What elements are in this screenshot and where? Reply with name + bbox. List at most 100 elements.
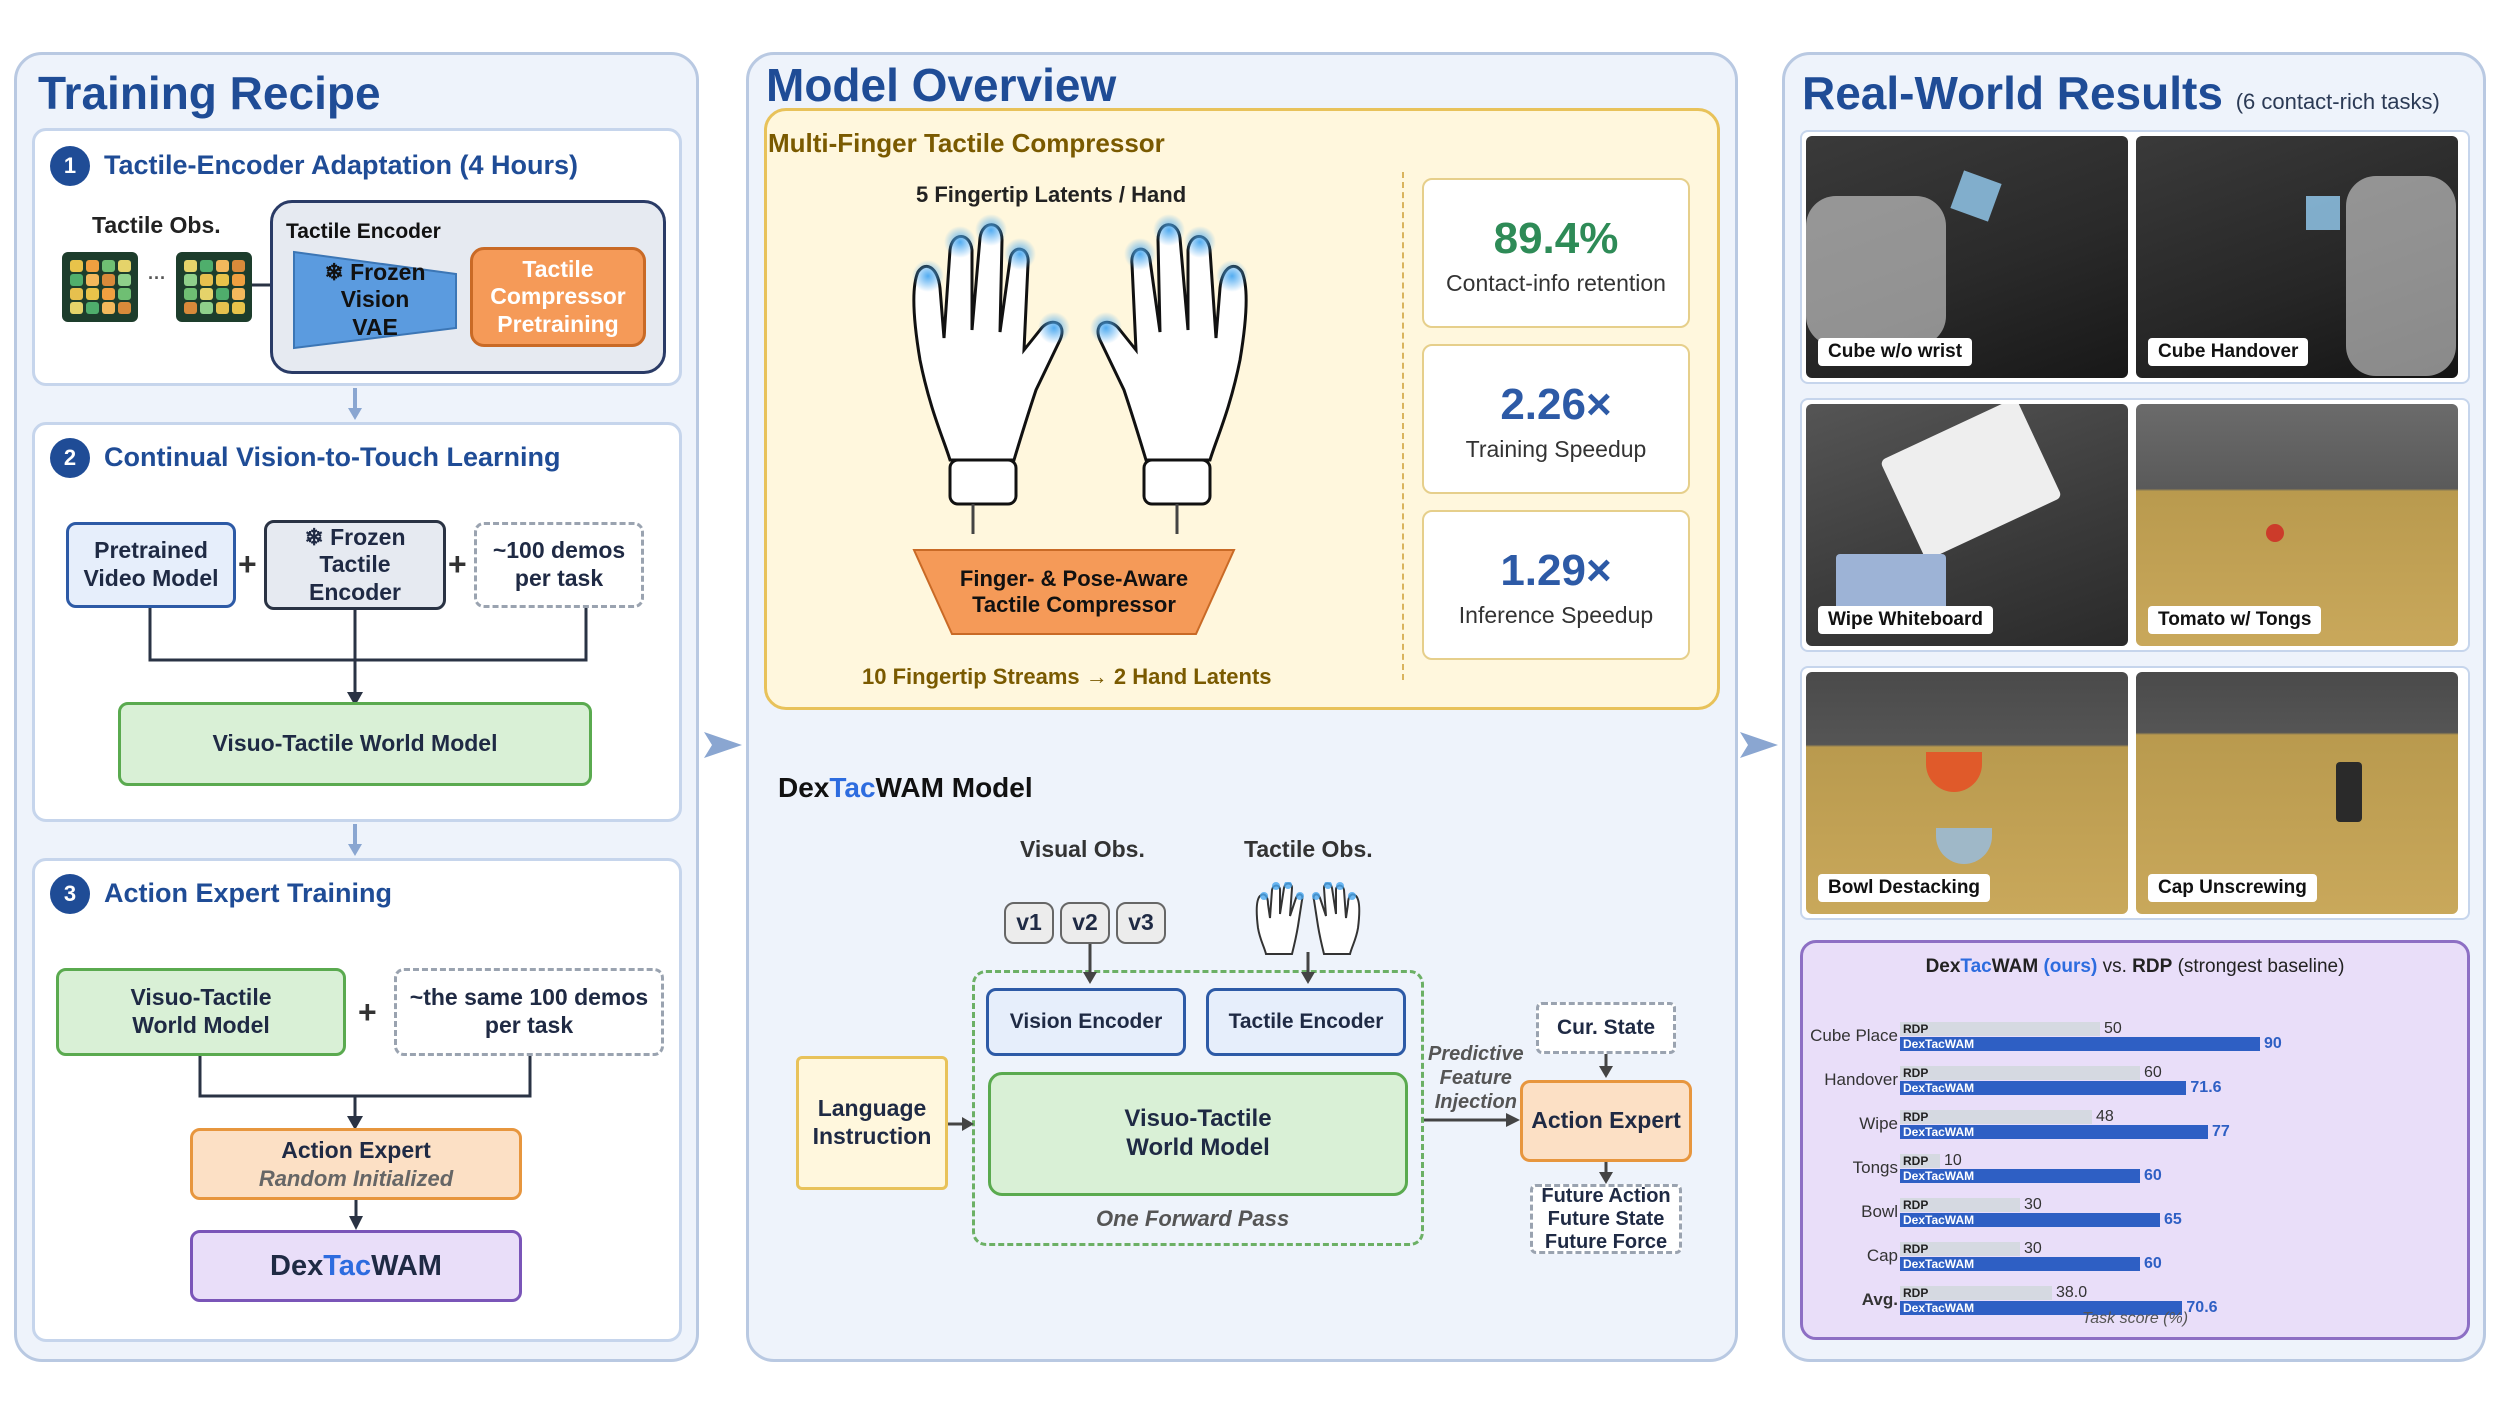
step2-connectors [148,608,588,706]
photo-tomato-tongs: Tomato w/ Tongs [2136,404,2458,646]
dextacwam-tac: Tac [323,1249,372,1282]
arrow-step2-step3 [348,824,362,856]
value-label: 71.6 [2190,1079,2222,1096]
value-label: 77 [2212,1123,2230,1140]
tactile-cell [102,274,115,286]
results-chart-box [1800,940,2470,1340]
tactile-cell [200,274,213,286]
value-label: 60 [2144,1064,2162,1081]
step2-number: 2 [50,438,90,478]
tactile-cell [118,274,131,286]
rdp-bar [1900,1066,2140,1080]
tactile-grid-right [176,252,252,322]
tactile-hands-icon [1255,882,1361,955]
rdp-bar [1900,1154,1940,1168]
tactile-obs-label: Tactile Obs. [1244,836,1373,862]
series-name-label: DexTacWAM [1903,1037,1975,1051]
tactile-cell [86,260,99,272]
title-tac: Tac [829,772,876,803]
chart-title-tail: (strongest baseline) [2177,956,2345,977]
plus-sign: + [238,546,257,582]
value-label: 10 [1944,1152,1962,1169]
chart-title: DexTacWAM (ours) vs. RDP (strongest base… [1800,956,2470,978]
dextacwam-bar [1900,1169,2140,1183]
tactile-cell [200,288,213,300]
model-overview-title: Model Overview [766,59,1117,111]
tactile-cell [184,274,197,286]
arrow-step1-step2 [348,388,362,420]
dextacwam-bar [1900,1037,2260,1051]
forward-pass-group [972,970,1424,1246]
chart-title-tac: Tac [1960,956,1992,977]
view-v1: v1 [1004,902,1054,944]
arrow-language-to-model [948,1117,974,1131]
stat-inference-label: Inference Speedup [1458,602,1654,628]
demos-box: ~100 demos per task [474,522,644,608]
training-recipe-title: Training Recipe [38,67,381,119]
value-label: 48 [2096,1108,2114,1125]
chart-title-wam: WAM [1991,956,2039,977]
arrow-state-to-action [1599,1054,1613,1078]
plus-sign: + [358,994,377,1030]
compressor-title: Multi-Finger Tactile Compressor [768,128,1165,158]
compressor-pretraining-box: Tactile Compressor Pretraining [470,247,646,347]
series-name-label: RDP [1903,1198,1929,1212]
random-init-label: Random Initialized [258,1166,454,1191]
tactile-cell [200,260,213,272]
stat-training-label: Training Speedup [1465,436,1647,462]
photo-cap-unscrewing: Cap Unscrewing [2136,672,2458,914]
tactile-cell [70,288,83,300]
chart-title-ours: (ours) [2043,956,2098,977]
tactile-cell [232,288,245,300]
tactile-cell [118,260,131,272]
tactile-cell [86,274,99,286]
arrow-action-to-outputs [1599,1162,1613,1184]
tactile-cell [232,302,245,314]
action-expert-label: Action Expert [281,1137,431,1163]
fingertip-latents-label: 5 Fingertip Latents / Hand [916,182,1187,207]
tactile-cell [184,302,197,314]
rdp-bar [1900,1198,2020,1212]
step3-number: 3 [50,874,90,914]
tactile-cell [232,260,245,272]
value-label: 60 [2144,1167,2162,1184]
value-label: 50 [2104,1020,2122,1037]
tactile-encoder-label: Tactile Encoder [286,220,441,243]
photo-caption: Tomato w/ Tongs [2148,606,2322,634]
stat-retention: 89.4% Contact-info retention [1422,178,1690,328]
tactile-cell [200,302,213,314]
step3-title: Action Expert Training [104,878,393,908]
dextacwam-bar [1900,1257,2140,1271]
value-label: 90 [2264,1035,2282,1052]
rdp-bar [1900,1110,2092,1124]
series-name-label: RDP [1903,1022,1929,1036]
category-label: Avg. [1861,1290,1898,1309]
action-expert-box: Action Expert [1520,1080,1692,1162]
arrow-middle-to-right [1740,732,1778,758]
photo-caption: Cap Unscrewing [2148,874,2317,902]
photo-caption: Cube Handover [2148,338,2309,366]
hands-illustration [912,214,1248,534]
tactile-cell [216,274,229,286]
tactile-cell [102,302,115,314]
value-label: 38.0 [2056,1284,2088,1301]
vision-encoder-box: Vision Encoder [986,988,1186,1056]
tactile-cell [184,260,197,272]
value-label: 30 [2024,1240,2042,1257]
tactile-cell [118,288,131,300]
series-name-label: RDP [1903,1066,1929,1080]
photo-caption: Cube w/o wrist [1818,338,1973,366]
series-name-label: DexTacWAM [1903,1213,1975,1227]
tactile-cell [216,260,229,272]
pretrained-video-model-box: Pretrained Video Model [66,522,236,608]
chart-title-rdp: RDP [2132,956,2173,977]
step1-title: Tactile-Encoder Adaptation (4 Hours) [104,150,579,180]
photo-cube-no-wrist: Cube w/o wrist [1806,136,2128,378]
chart-title-vs: vs. [2102,956,2127,977]
series-name-label: DexTacWAM [1903,1301,1975,1315]
fingertip-glow-icons [912,214,1248,344]
stat-training-value: 2.26× [1500,380,1612,429]
series-name-label: DexTacWAM [1903,1125,1975,1139]
tactile-cell [70,274,83,286]
